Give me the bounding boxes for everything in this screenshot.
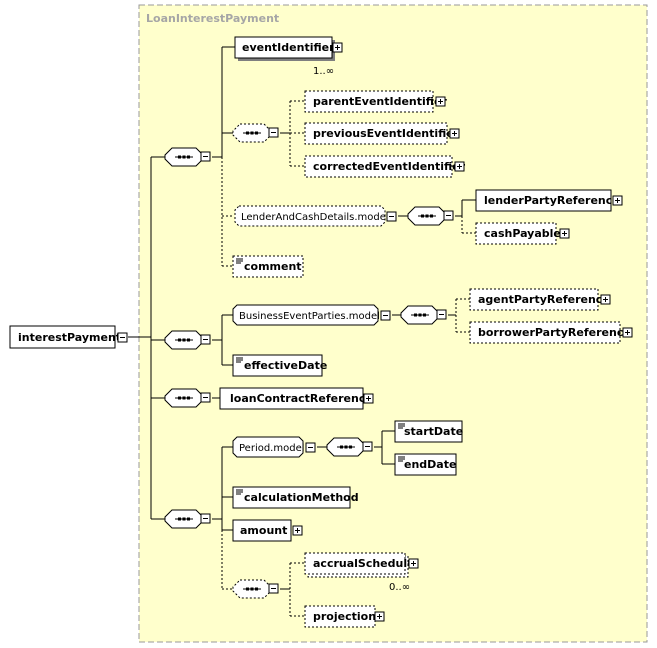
element-startDate[interactable]: startDate bbox=[394, 420, 463, 443]
group-BusinessEventParties-model[interactable]: BusinessEventParties.model bbox=[232, 304, 391, 326]
expand-icon[interactable] bbox=[435, 96, 446, 107]
collapse-toggle-icon[interactable] bbox=[117, 332, 128, 343]
accrualSchedule-label: accrualSchedule bbox=[313, 557, 415, 570]
endDate-label: endDate bbox=[404, 458, 456, 471]
borrowerPartyReference-label: borrowerPartyReference bbox=[478, 326, 631, 339]
amount-label: amount bbox=[240, 524, 287, 537]
element-effectiveDate[interactable]: effectiveDate bbox=[232, 354, 327, 377]
element-calculationMethod[interactable]: calculationMethod bbox=[232, 486, 359, 509]
element-lenderPartyReference[interactable]: lenderPartyReference bbox=[475, 189, 623, 212]
element-correctedEventIdentifier[interactable]: correctedEventIdentifier bbox=[304, 155, 466, 178]
expand-icon[interactable] bbox=[454, 161, 465, 172]
sequence-compositor-optional[interactable] bbox=[232, 123, 279, 143]
expand-icon[interactable] bbox=[363, 393, 374, 404]
root-element-interestPayment[interactable]: interestPayment bbox=[9, 325, 121, 349]
expand-icon[interactable] bbox=[622, 327, 633, 338]
expand-icon[interactable] bbox=[612, 195, 623, 206]
parentEventIdentifier-label: parentEventIdentifier bbox=[313, 95, 447, 108]
element-accrualSchedule[interactable]: accrualSchedule bbox=[304, 552, 419, 578]
element-eventIdentifier[interactable]: eventIdentifier bbox=[234, 36, 343, 61]
expand-icon[interactable] bbox=[600, 294, 611, 305]
cashPayable-label: cashPayable bbox=[484, 227, 561, 240]
expand-icon[interactable] bbox=[292, 525, 303, 536]
element-parentEventIdentifier[interactable]: parentEventIdentifier bbox=[304, 90, 447, 113]
accrualSchedule-occurrence: 0..∞ bbox=[389, 582, 410, 593]
eventIdentifier-label: eventIdentifier bbox=[242, 41, 335, 54]
loanContractReference-label: loanContractReference bbox=[230, 392, 373, 405]
LenderAndCashDetails-label: LenderAndCashDetails.model bbox=[241, 212, 389, 223]
type-title: LoanInterestPayment bbox=[146, 12, 279, 25]
sequence-compositor-2[interactable] bbox=[164, 330, 211, 350]
collapse-icon[interactable] bbox=[380, 310, 391, 321]
sequence-compositor-lender[interactable] bbox=[407, 206, 454, 226]
element-projection[interactable]: projection bbox=[304, 605, 385, 628]
sequence-compositor-parties[interactable] bbox=[400, 305, 447, 325]
sequence-compositor-4[interactable] bbox=[164, 509, 211, 529]
sequence-compositor-3[interactable] bbox=[164, 388, 211, 408]
BusinessEventParties-label: BusinessEventParties.model bbox=[239, 311, 380, 322]
sequence-compositor-accrual[interactable] bbox=[232, 579, 279, 599]
root-label: interestPayment bbox=[18, 331, 121, 344]
element-loanContractReference[interactable]: loanContractReference bbox=[219, 387, 374, 410]
element-amount[interactable]: amount bbox=[232, 519, 303, 542]
element-borrowerPartyReference[interactable]: borrowerPartyReference bbox=[469, 321, 633, 344]
sequence-compositor-1[interactable] bbox=[164, 147, 211, 167]
calculationMethod-label: calculationMethod bbox=[244, 491, 359, 504]
element-comment[interactable]: comment bbox=[232, 255, 304, 278]
expand-icon[interactable] bbox=[559, 228, 570, 239]
expand-icon[interactable] bbox=[408, 558, 419, 569]
group-LenderAndCashDetails-model[interactable]: LenderAndCashDetails.model bbox=[234, 205, 397, 227]
lenderPartyReference-label: lenderPartyReference bbox=[484, 194, 620, 207]
sequence-compositor-period[interactable] bbox=[326, 437, 373, 457]
comment-label: comment bbox=[244, 260, 302, 273]
element-agentPartyReference[interactable]: agentPartyReference bbox=[469, 288, 611, 311]
previousEventIdentifier-label: previousEventIdentifier bbox=[313, 127, 460, 140]
collapse-icon[interactable] bbox=[305, 442, 316, 453]
effectiveDate-label: effectiveDate bbox=[244, 359, 327, 372]
element-previousEventIdentifier[interactable]: previousEventIdentifier bbox=[304, 122, 460, 145]
agentPartyReference-label: agentPartyReference bbox=[478, 293, 610, 306]
projection-label: projection bbox=[313, 610, 376, 623]
expand-icon[interactable] bbox=[332, 42, 343, 53]
element-cashPayable[interactable]: cashPayable bbox=[475, 222, 570, 245]
expand-icon[interactable] bbox=[374, 611, 385, 622]
expand-icon[interactable] bbox=[449, 128, 460, 139]
correctedEventIdentifier-label: correctedEventIdentifier bbox=[313, 160, 466, 173]
element-endDate[interactable]: endDate bbox=[394, 453, 457, 476]
startDate-label: startDate bbox=[404, 425, 463, 438]
Period-model-label: Period.model bbox=[239, 443, 305, 454]
eventIdentifier-occurrence: 1..∞ bbox=[313, 66, 334, 77]
group-Period-model[interactable]: Period.model bbox=[232, 436, 316, 458]
collapse-icon[interactable] bbox=[386, 211, 397, 222]
